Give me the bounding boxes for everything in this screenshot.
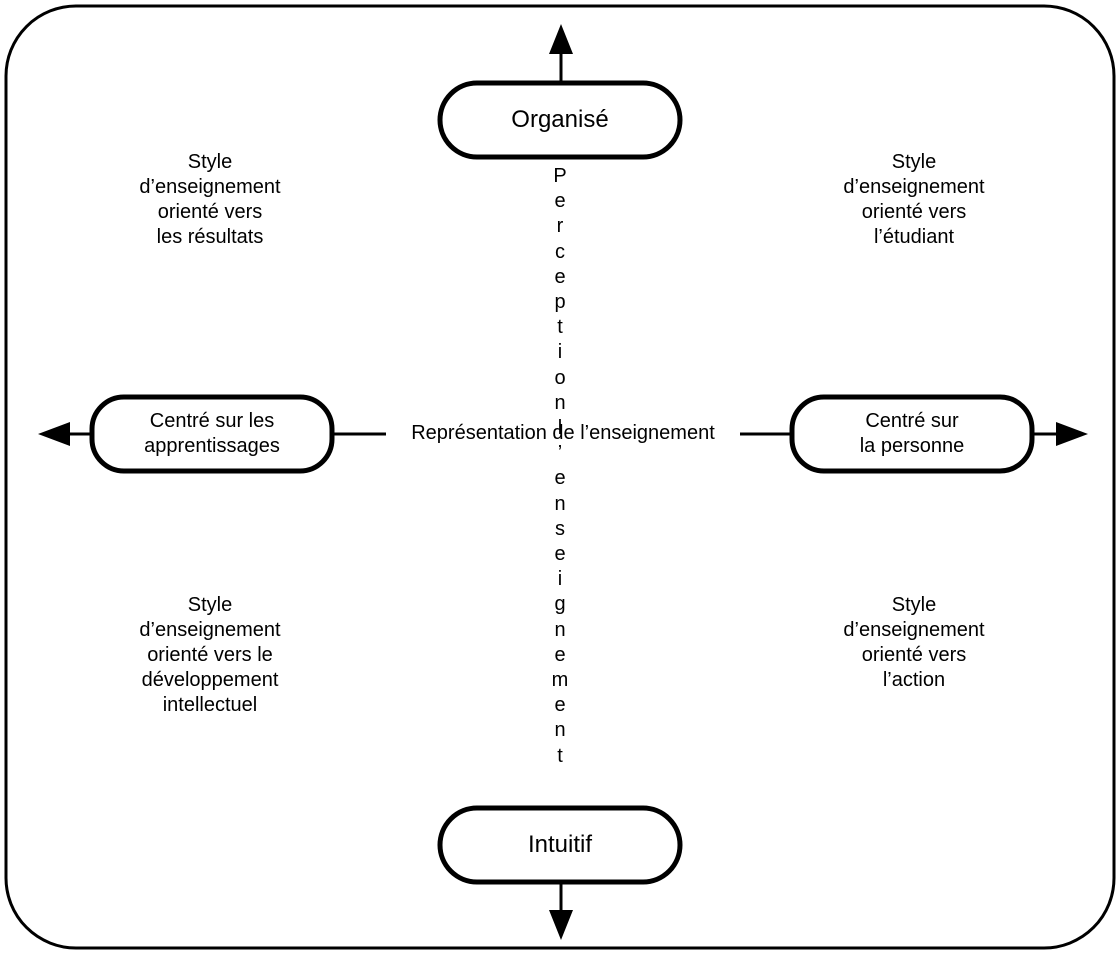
bottom-arrow-head [549, 910, 573, 940]
pole-apprentissages-box [89, 394, 335, 474]
pole-left-label: Centré sur les apprentissages [144, 410, 280, 457]
quadrant-top-right-label: Style d’enseignement orienté vers l’étud… [843, 151, 985, 248]
pole-top-label: Organisé [511, 106, 609, 133]
pole-organise-box [437, 80, 683, 160]
quadrant-top-left-label: Style d’enseignement orienté vers les ré… [139, 151, 281, 248]
left-arrow-head [38, 422, 70, 446]
vertical-axis-label: P e r c e p t i o n l ’ e n s e i g n e … [551, 165, 569, 767]
quadrant-bottom-left-label: Style d’enseignement orienté vers le dév… [139, 594, 281, 716]
outer-frame [4, 4, 1116, 950]
horizontal-axis-label: Représentation de l’enseignement [386, 421, 740, 446]
top-arrow-head [549, 24, 573, 54]
pole-personne-box [789, 394, 1035, 474]
pole-intuitif-box [437, 805, 683, 885]
quadrant-bottom-right-label: Style d’enseignement orienté vers l’acti… [843, 594, 985, 691]
right-arrow-head [1056, 422, 1088, 446]
pole-bottom-label: Intuitif [527, 831, 593, 858]
pole-right-label: Centré sur la personne [859, 410, 965, 457]
